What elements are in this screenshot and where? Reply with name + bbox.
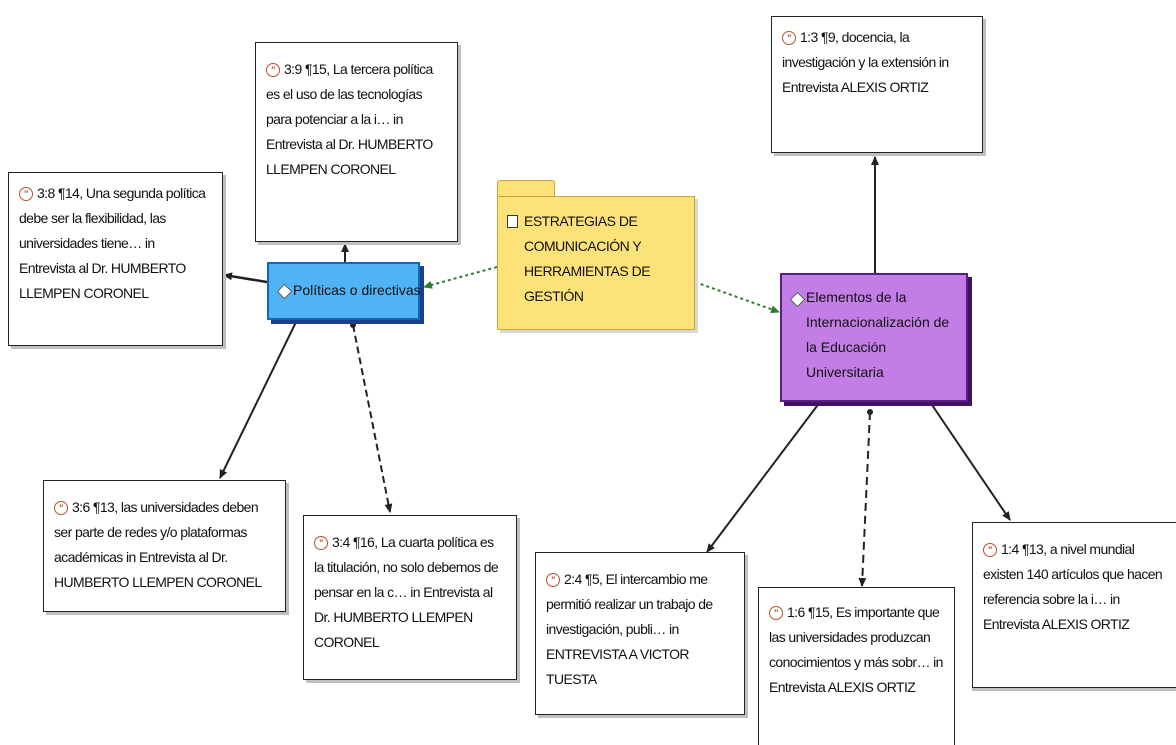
diamond-code-icon: [276, 283, 293, 300]
quote-segunda-politica[interactable]: "3:8 ¶14, Una segunda política debe ser …: [8, 172, 223, 346]
folder-body: ESTRATEGIAS DE COMUNICACIÓN Y HERRAMIENT…: [497, 196, 695, 330]
quote-tercera-politica[interactable]: "3:9 ¶15, La tercera política es el uso …: [255, 42, 458, 242]
quotation-icon: ": [314, 536, 328, 550]
link-politicas-to-redes: [219, 319, 298, 479]
quote-cuarta-politica[interactable]: "3:4 ¶16, La cuarta política es la titul…: [303, 515, 517, 680]
quotation-icon: ": [54, 501, 68, 515]
category-label: ESTRATEGIAS DE COMUNICACIÓN Y HERRAMIENT…: [524, 213, 651, 304]
quote-nivel-mundial[interactable]: "1:4 ¶13, a nivel mundial existen 140 ar…: [972, 522, 1176, 688]
folder-tab: [497, 180, 555, 198]
quotation-icon: ": [782, 31, 796, 45]
quotation-icon: ": [19, 187, 33, 201]
code-label: Elementos de la Internacionalización de …: [806, 289, 950, 380]
quotation-icon: ": [983, 543, 997, 557]
link-politicas-to-segunda: [223, 272, 268, 284]
link-elementos-to-nivel: [929, 401, 1011, 521]
category-estrategias-folder[interactable]: ESTRATEGIAS DE COMUNICACIÓN Y HERRAMIENT…: [497, 180, 695, 330]
quotation-icon: ": [769, 606, 783, 620]
code-politicas-directivas[interactable]: Políticas o directivas: [267, 262, 421, 320]
link-elementos-to-intercambio: [706, 401, 821, 553]
link-category-to-politicas: [423, 266, 498, 289]
link-category-to-elementos: [694, 281, 780, 314]
link-elementos-to-importante: [858, 409, 873, 587]
quotation-icon: ": [266, 63, 280, 77]
quote-docencia[interactable]: "1:3 ¶9, docencia, la investigación y la…: [771, 16, 983, 153]
diamond-code-icon: [789, 291, 806, 308]
code-label: Políticas o directivas: [293, 282, 421, 298]
quotation-icon: ": [546, 573, 560, 587]
code-elementos-internacionalizacion[interactable]: Elementos de la Internacionalización de …: [780, 273, 968, 402]
document-icon: [507, 215, 518, 228]
quote-importante[interactable]: "1:6 ¶15, Es importante que las universi…: [758, 587, 955, 745]
quote-redes-plataformas[interactable]: "3:6 ¶13, las universidades deben ser pa…: [43, 480, 286, 612]
quote-intercambio[interactable]: "2:4 ¶5, El intercambio me permitió real…: [535, 552, 745, 715]
link-politicas-to-cuarta: [350, 322, 393, 513]
